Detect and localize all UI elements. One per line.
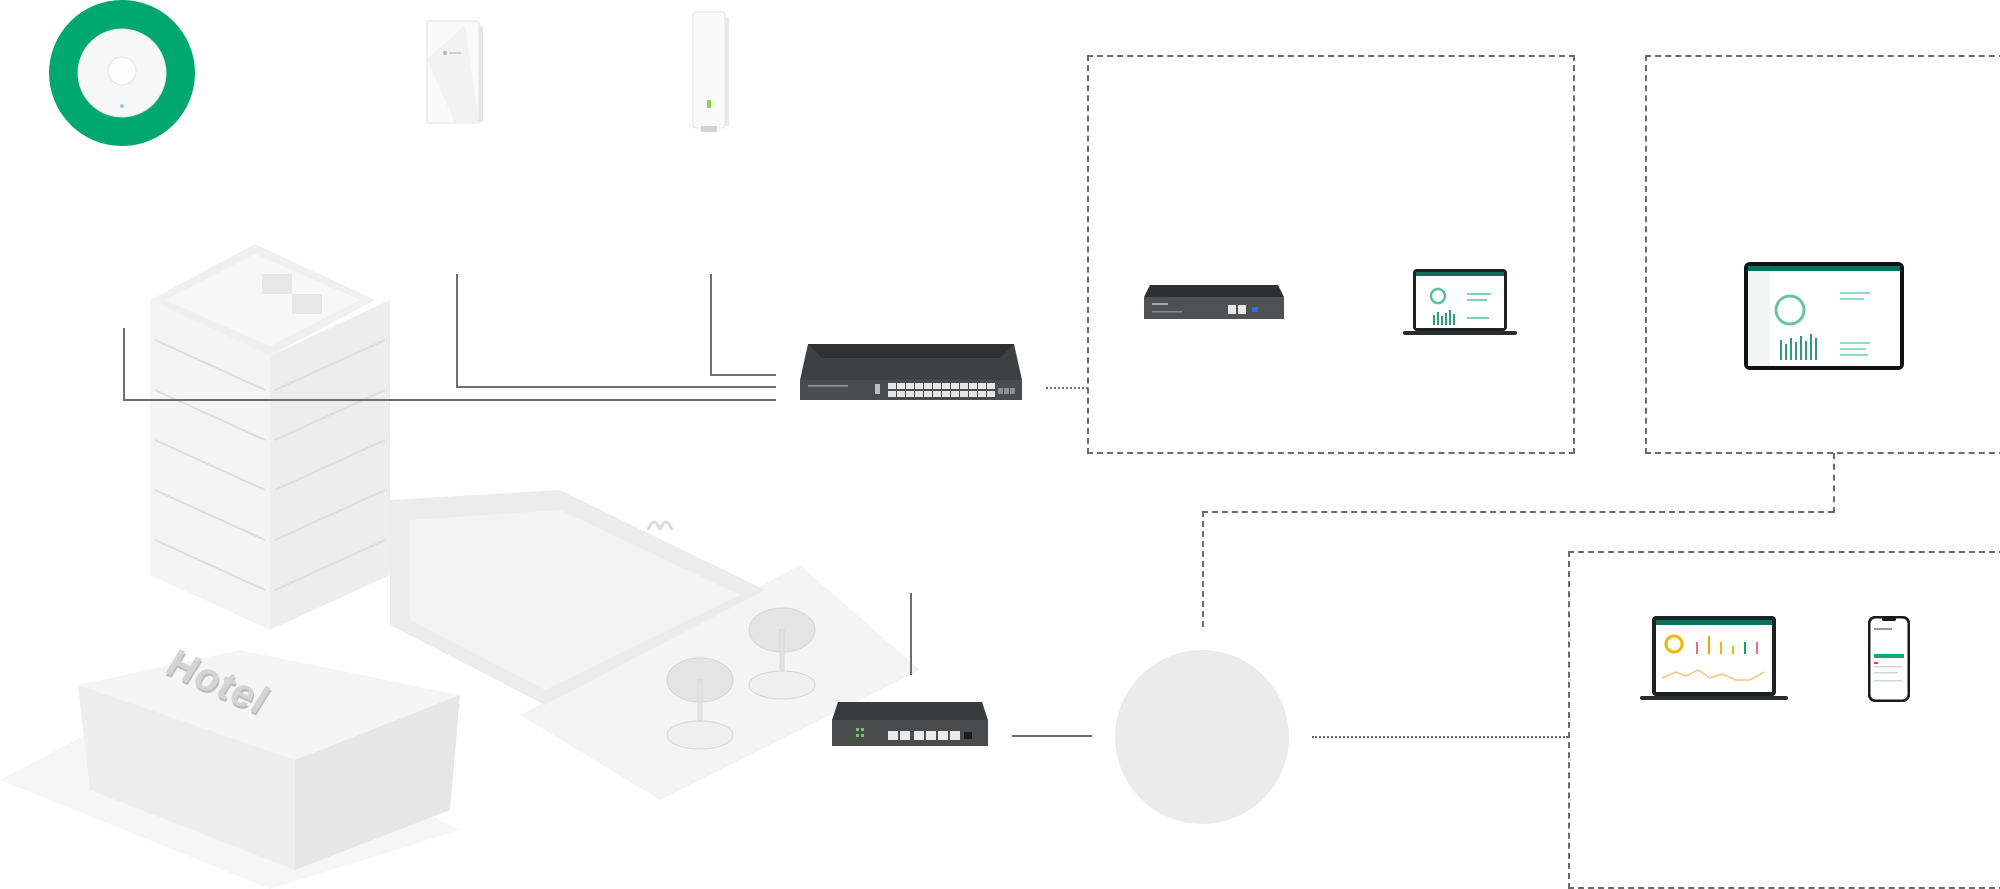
cable-ceiling-ap-vertical [123,328,125,401]
hardware-controller[interactable] [1144,285,1284,321]
ceiling-access-point-icon [49,0,195,146]
hardware-controller-icon [1144,285,1284,319]
cable-ceiling-ap-horizontal [123,399,776,401]
local-laptop[interactable] [1403,269,1517,337]
cloud-tablet[interactable] [1744,262,1904,370]
internet-cloud[interactable] [1115,650,1289,824]
ceiling-ap[interactable] [49,0,195,146]
outdoor-ap[interactable] [689,10,731,134]
laptop-dashboard-icon [1640,616,1788,700]
local-management-group [1087,55,1575,454]
link-cloud-to-remote-access [1312,736,1568,738]
outdoor-access-point-icon [692,11,729,132]
wall-ap[interactable] [425,19,485,125]
wall-plate-access-point-icon [426,20,483,124]
hotel-building-illustration [0,244,920,889]
poe-switch[interactable] [800,344,1022,402]
hotel-scene: Hotel [0,230,920,889]
remote-laptop[interactable] [1640,616,1788,702]
cable-wall-ap-horizontal [456,386,776,388]
cable-outdoor-ap-vertical [710,274,712,376]
tablet-dashboard-icon [1744,262,1904,370]
cable-pool-area-to-router [910,593,912,675]
remote-access-group [1568,551,2000,889]
vpn-router-icon [832,702,988,746]
link-to-cloud-management [1833,453,1835,513]
rackmount-switch-icon [800,344,1022,400]
remote-phone[interactable] [1868,616,1910,702]
link-cloud-up-horizontal [1202,511,1834,513]
laptop-dashboard-icon [1403,269,1517,335]
cable-outdoor-ap-horizontal [710,374,776,376]
gateway-router[interactable] [832,702,988,748]
cable-router-to-internet [1012,735,1092,737]
phone-app-icon [1868,616,1910,702]
link-switch-to-local-management [1046,387,1088,389]
cable-wall-ap-vertical [456,274,458,388]
link-cloud-up-vertical [1202,511,1204,627]
cloud-management-group [1645,55,2000,454]
